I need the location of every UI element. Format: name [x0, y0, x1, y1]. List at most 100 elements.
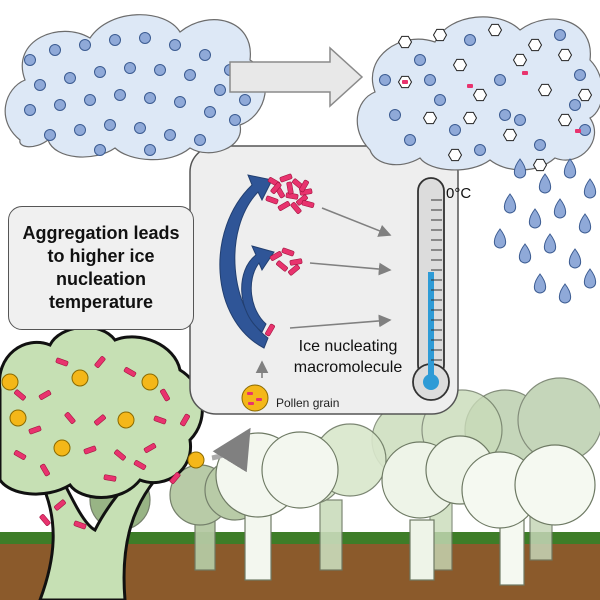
- molecule: [299, 179, 309, 193]
- raindrop-icon: [558, 283, 572, 304]
- ice-crystal-icon: [397, 35, 413, 49]
- droplet: [474, 144, 486, 156]
- droplet: [229, 114, 241, 126]
- molecule: [143, 443, 157, 453]
- ice-crystal-icon: [462, 111, 478, 125]
- molecule: [279, 173, 293, 183]
- molecule: [64, 412, 76, 424]
- droplet: [169, 39, 181, 51]
- raindrop-icon: [553, 198, 567, 219]
- molecule: [114, 449, 126, 461]
- molecule: [153, 415, 167, 425]
- raindrop-icon: [568, 248, 582, 269]
- rain: [493, 158, 597, 304]
- ice-crystal-icon: [557, 48, 573, 62]
- droplet: [389, 109, 401, 121]
- molecule: [103, 474, 117, 482]
- molecule: [277, 201, 291, 211]
- raindrop-icon: [563, 158, 577, 179]
- droplet: [114, 89, 126, 101]
- droplet: [144, 144, 156, 156]
- tree-molecules: [13, 356, 190, 530]
- droplet: [154, 64, 166, 76]
- ice-nucleus: [575, 129, 581, 133]
- molecule: [54, 499, 66, 511]
- raindrop-icon: [533, 273, 547, 294]
- ice-crystal-icon: [512, 53, 528, 67]
- droplet: [134, 122, 146, 134]
- molecule: [14, 389, 26, 401]
- droplet: [414, 54, 426, 66]
- molecule: [269, 251, 283, 261]
- thermometer-icon: [412, 177, 450, 401]
- ice-crystal-icon: [452, 58, 468, 72]
- raindrop-icon: [503, 193, 517, 214]
- ice-crystal-icon: [472, 88, 488, 102]
- raindrop-icon: [528, 208, 542, 229]
- raindrop-icon: [518, 243, 532, 264]
- molecule: [265, 195, 279, 205]
- droplet: [49, 44, 61, 56]
- droplet: [579, 124, 591, 136]
- droplet: [424, 74, 436, 86]
- droplet: [554, 29, 566, 41]
- molecule: [133, 460, 147, 470]
- molecule: [28, 425, 42, 435]
- molecule: [94, 414, 106, 426]
- droplet: [54, 99, 66, 111]
- droplet: [44, 129, 56, 141]
- droplet: [24, 104, 36, 116]
- caption-text: Aggregation leads to higher ice nucleati…: [22, 223, 180, 312]
- molecule: [301, 200, 315, 208]
- droplet: [199, 49, 211, 61]
- droplet: [434, 94, 446, 106]
- ice-crystal-icon: [557, 113, 573, 127]
- tree-pollen: [1, 369, 205, 469]
- molecule: [94, 356, 106, 368]
- ice-nucleus: [467, 84, 473, 88]
- molecule: [55, 357, 69, 367]
- ice-crystal-icon: [537, 83, 553, 97]
- right-cloud-droplets: [379, 29, 591, 156]
- molecule: [73, 520, 87, 530]
- ice-crystal-icon: [527, 38, 543, 52]
- transition-arrow: [229, 46, 364, 108]
- droplet: [574, 69, 586, 81]
- droplet: [94, 66, 106, 78]
- droplet: [34, 79, 46, 91]
- droplet: [174, 96, 186, 108]
- droplet: [164, 129, 176, 141]
- droplet: [449, 124, 461, 136]
- raindrop-icon: [513, 158, 527, 179]
- droplet: [214, 84, 226, 96]
- zero-degree-label: 0°C: [446, 185, 471, 202]
- molecule: [169, 472, 181, 484]
- molecule: [281, 247, 295, 257]
- molecule: [276, 260, 288, 272]
- droplet: [499, 109, 511, 121]
- droplet: [194, 134, 206, 146]
- droplet: [404, 134, 416, 146]
- molecule-label: Ice nucleating macromolecule: [293, 338, 403, 376]
- molecule: [286, 181, 294, 195]
- ice-crystal-icon: [487, 23, 503, 37]
- molecule: [288, 264, 300, 276]
- droplet: [239, 94, 251, 106]
- molecule: [83, 445, 97, 455]
- molecule: [160, 388, 170, 402]
- ice-nucleus: [522, 71, 528, 75]
- raindrop-icon: [543, 233, 557, 254]
- molecule: [180, 413, 190, 427]
- droplet: [124, 62, 136, 74]
- molecule: [39, 514, 51, 526]
- droplet: [64, 72, 76, 84]
- raindrop-icon: [493, 228, 507, 249]
- temperature-arrows: [289, 207, 392, 329]
- raindrop-icon: [583, 268, 597, 289]
- droplet: [514, 114, 526, 126]
- ice-crystal-icon: [432, 28, 448, 42]
- raindrop-icon: [583, 178, 597, 199]
- droplet: [534, 139, 546, 151]
- droplet: [84, 94, 96, 106]
